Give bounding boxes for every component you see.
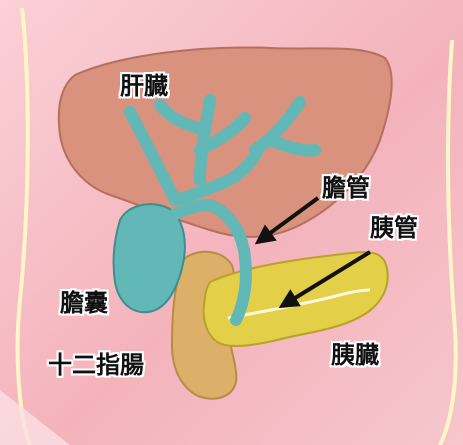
label-gallbladder: 膽囊 [60, 291, 108, 315]
label-bile-duct: 膽管 [322, 176, 370, 200]
label-liver: 肝臓 [120, 74, 168, 98]
label-duodenum: 十二指腸 [48, 353, 144, 377]
label-pancreatic-duct: 胰管 [370, 216, 418, 240]
label-pancreas: 胰臓 [331, 343, 379, 367]
